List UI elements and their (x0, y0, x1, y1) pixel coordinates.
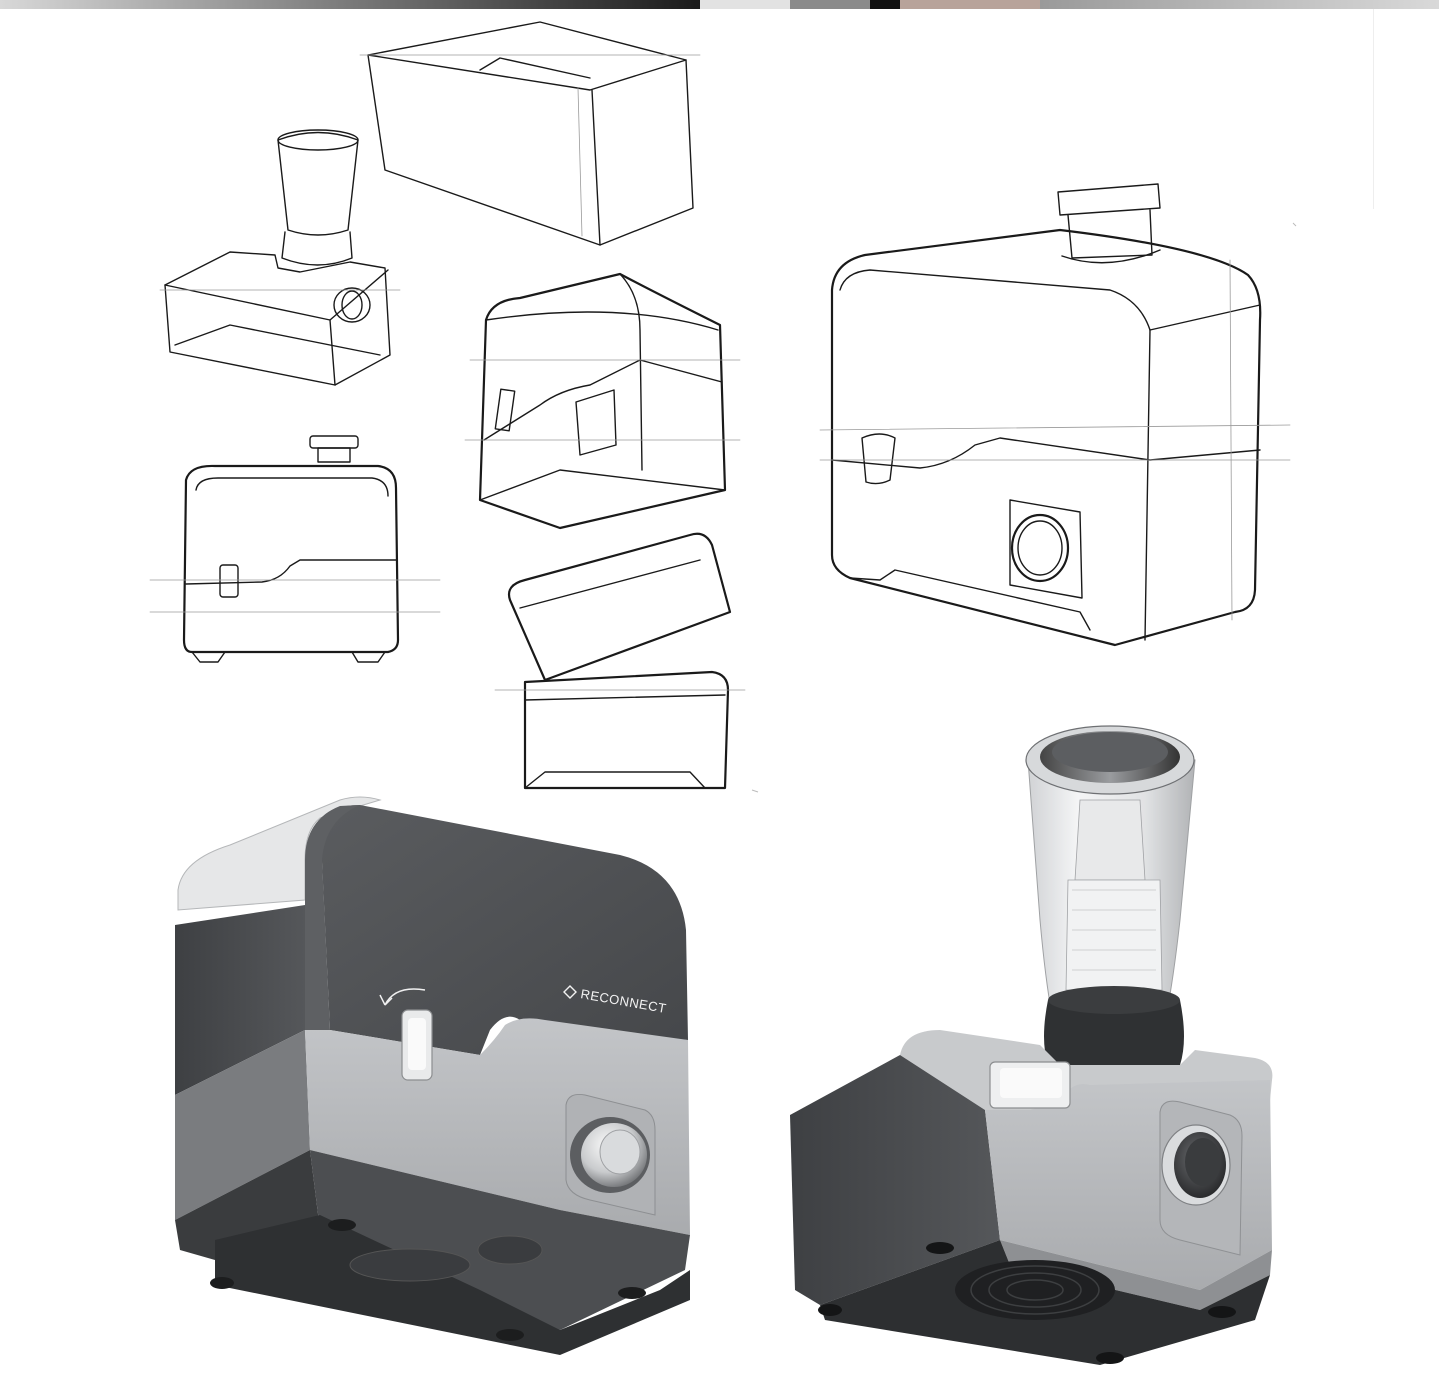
top-strip-gradient (0, 0, 700, 9)
foot (1096, 1352, 1124, 1364)
foot (818, 1304, 842, 1316)
fan-grill (955, 1260, 1115, 1320)
top-strip-warm (900, 0, 1040, 9)
foot (926, 1242, 954, 1254)
diamond-logo-icon (563, 985, 577, 999)
foot (210, 1277, 234, 1289)
sketch-opened-lid (494, 532, 746, 790)
foot (618, 1287, 646, 1299)
sketch-perspective-large (819, 183, 1291, 647)
top-strip (0, 0, 1439, 9)
render-blender-unit (790, 725, 1273, 1365)
sketch-box-block (359, 21, 701, 246)
sketch-perspective-center (464, 272, 741, 530)
top-strip-light (700, 0, 790, 9)
rotate-arrow-icon (384, 988, 426, 1006)
page-edge-line (1373, 9, 1374, 209)
top-strip-dark (870, 0, 900, 9)
top-strip-fade (1040, 0, 1439, 9)
foot (328, 1219, 356, 1231)
top-strip-mid (790, 0, 870, 9)
render-base-unit: RECONNECT (175, 796, 690, 1355)
sketch-juicer-with-jug (159, 129, 401, 386)
foot (1208, 1306, 1236, 1318)
sketch-front-view (149, 435, 441, 663)
foot (496, 1329, 524, 1341)
